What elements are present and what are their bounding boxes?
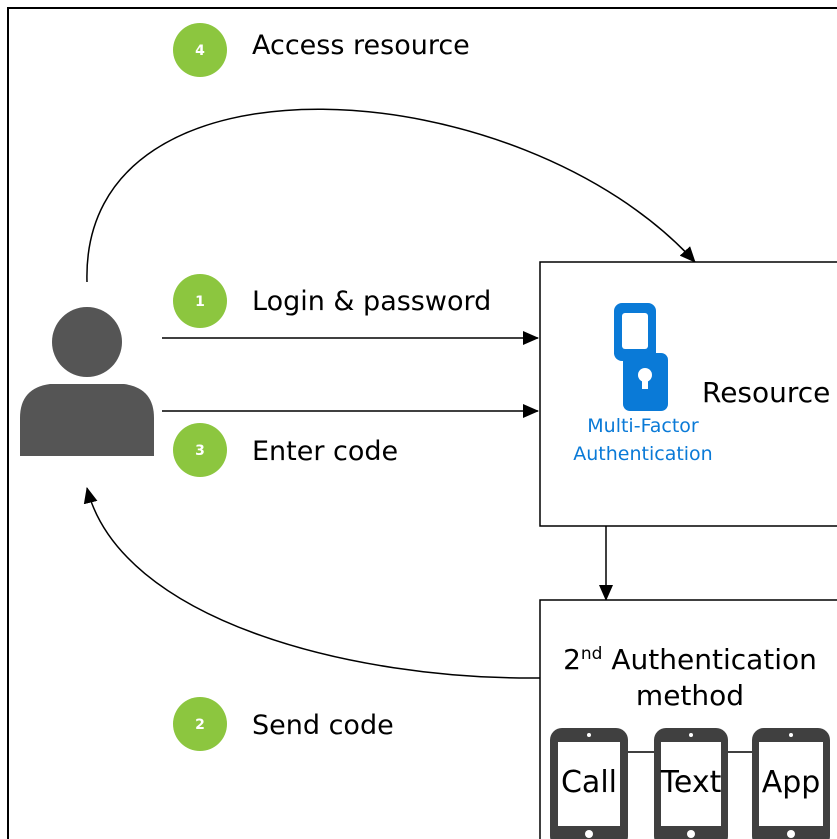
mfa-label-line2: Authentication: [573, 443, 712, 465]
auth-method-title: 2nd Authentication: [563, 643, 817, 676]
step-label: Enter code: [252, 436, 398, 467]
step-2: 2 Send code: [173, 697, 394, 751]
device-label: App: [762, 765, 821, 800]
resource-title: Resource: [702, 376, 830, 409]
step-number: 4: [195, 43, 205, 59]
step-1: 1 Login & password: [173, 274, 491, 328]
device-label: Call: [561, 765, 617, 800]
step-number: 2: [195, 717, 205, 733]
auth-title-rest: Authentication: [602, 643, 816, 676]
step-label: Send code: [252, 710, 394, 741]
device-call: Call: [550, 728, 628, 839]
send-code-arrow: [83, 487, 541, 679]
auth-method-title-line2: method: [636, 679, 744, 712]
device-label: Text: [660, 765, 722, 800]
step-badge: [173, 423, 227, 477]
step-4: 4 Access resource: [173, 23, 470, 77]
outer-frame: [7, 7, 837, 839]
phone-lock-icon: [614, 303, 668, 411]
step-badge: [173, 697, 227, 751]
step-number: 1: [195, 294, 205, 310]
device-app: App: [752, 728, 830, 839]
auth-title-prefix: 2: [563, 643, 581, 676]
step-badge: [173, 23, 227, 77]
device-text: Text: [654, 728, 728, 839]
step-number: 3: [195, 443, 205, 459]
access-resource-arrow: [86, 108, 696, 283]
step-label: Login & password: [252, 286, 491, 317]
mfa-label-line1: Multi-Factor: [587, 415, 699, 437]
step-label: Access resource: [252, 30, 470, 61]
auth-title-superscript: nd: [581, 644, 603, 664]
user-silhouette-icon: [20, 307, 154, 456]
step-badge: [173, 274, 227, 328]
step-3: 3 Enter code: [173, 423, 398, 477]
resource-box: [539, 261, 837, 527]
